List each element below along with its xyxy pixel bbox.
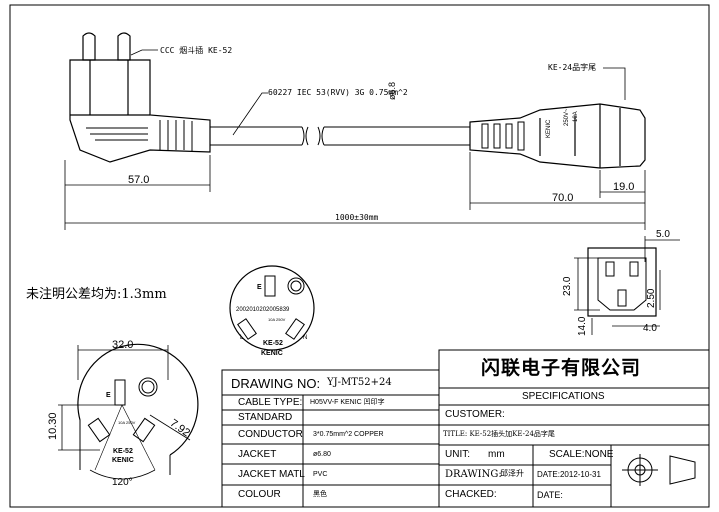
plug-face-pin-l: L	[240, 335, 244, 341]
drawing-by: 邱泽升	[500, 469, 524, 478]
specifications-heading: SPECIFICATIONS	[522, 391, 605, 402]
row-label-jacket-matl: JACKET MATL	[238, 469, 305, 480]
dim-4: 4.0	[643, 323, 657, 334]
unit-label: UNIT:	[445, 449, 470, 460]
connector-grip-ribs	[481, 121, 525, 151]
dim-cable-diameter: ø6.8	[387, 81, 397, 100]
connector-side-view	[469, 103, 646, 169]
connector-label: KE-24品字尾	[548, 63, 597, 72]
dimension-lines	[64, 49, 646, 230]
connector-body	[469, 103, 646, 169]
row-label-colour: COLOUR	[238, 489, 281, 500]
dim-70: 70.0	[552, 192, 574, 204]
drawing-no-label: DRAWING NO:	[231, 376, 321, 391]
cable	[210, 126, 470, 146]
drawing-date: DATE:2012-10-31	[537, 470, 601, 479]
plug-face-bottom	[58, 343, 199, 480]
checked-date-label: DATE:	[537, 490, 563, 500]
dim-2-50: 2.50	[646, 288, 657, 308]
dim-23: 23.0	[562, 276, 573, 296]
tolerance-note: 未注明公差均为:1.3mm	[26, 287, 167, 302]
company-name: 闪联电子有限公司	[481, 357, 642, 379]
row-value-jacket-matl: PVC	[313, 471, 328, 478]
row-label-cable-type: CABLE TYPE:	[238, 397, 303, 408]
row-value-conductor: 3*0.75mm^2 COPPER	[313, 431, 384, 438]
row-label-conductor: CONDUCTOR	[238, 429, 303, 440]
plug-face-middle	[229, 265, 315, 351]
dim-14: 14.0	[577, 316, 588, 336]
drawing-label: DRAWING:	[445, 469, 502, 480]
plug-face-pin-e: E	[257, 284, 262, 291]
plug-pin-left	[82, 32, 96, 61]
dim-19: 19.0	[613, 181, 635, 193]
plug-face-code: 2002010202005839	[236, 307, 290, 313]
drawing-no-value: YJ-MT52+24	[327, 377, 392, 388]
plug-face-bottom-pin-e: E	[106, 392, 111, 399]
plug-face-rating: 10A 250V	[268, 317, 286, 322]
plug-label: CCC 烟斗插 KE-52	[160, 46, 233, 55]
plug-grip-ribs	[86, 120, 193, 151]
row-label-jacket: JACKET	[238, 449, 277, 460]
scale-label: SCALE:NONE	[549, 449, 614, 460]
title-block-lines	[221, 349, 710, 508]
cable-spec-label: 60227 IEC 53(RVV) 3G 0.75mm^2	[268, 88, 408, 97]
dim-5: 5.0	[656, 229, 670, 240]
connector-text-1: 250V~	[564, 108, 570, 126]
plug-side-view	[69, 32, 211, 163]
plug-body	[69, 59, 211, 163]
plug-face-company: KENIC	[261, 350, 283, 357]
connector-face-view	[574, 236, 680, 335]
checked-label: CHACKED:	[445, 489, 497, 500]
row-value-jacket: ø6.80	[313, 451, 331, 458]
dim-57: 57.0	[128, 174, 150, 186]
plug-face-bottom-company: KENIC	[112, 457, 134, 464]
dim-1000: 1000±30mm	[335, 213, 379, 222]
pin-hole-earth	[264, 275, 276, 297]
connector-text-3: KENIC	[546, 119, 552, 138]
customer-label: CUSTOMER:	[445, 409, 505, 420]
dim-120-degrees: 120°	[112, 477, 133, 488]
dim-10-30: 10.30	[47, 412, 59, 440]
connector-text-2: 10A	[573, 111, 579, 122]
plug-pin-right	[117, 32, 131, 61]
row-label-standard: STANDARD	[238, 412, 293, 423]
dim-32: 32.0	[112, 339, 134, 351]
plug-face-bottom-rating: 10A 250V	[118, 420, 136, 425]
title-line: TITLE: KE-52插头加KE-24品字尾	[443, 430, 555, 438]
unit-value: mm	[488, 449, 505, 460]
row-value-colour: 黑色	[313, 491, 327, 498]
plug-face-brand: KE-52	[263, 340, 283, 347]
plug-face-bottom-brand: KE-52	[113, 448, 133, 455]
plug-face-pin-n: N	[303, 335, 308, 341]
row-value-cable-type: H05VV-F KENIC 凹印字	[310, 399, 385, 406]
